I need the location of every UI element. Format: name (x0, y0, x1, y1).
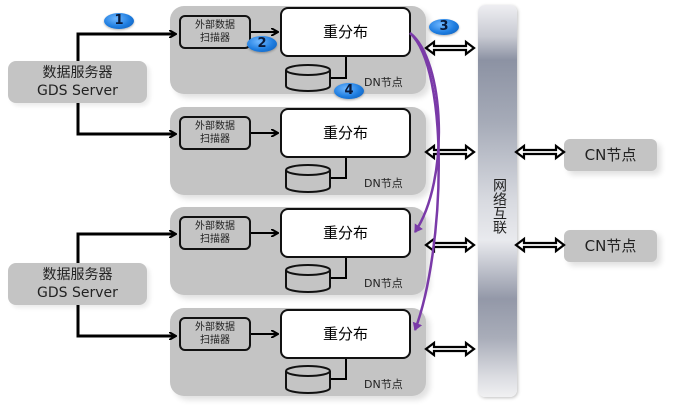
cn-node-1: CN节点 (564, 139, 657, 171)
dn-node-label: DN节点 (364, 378, 403, 391)
redistribute-box: 重分布 (280, 108, 411, 158)
dn-node-label: DN节点 (364, 76, 403, 89)
dn-node-group-1: 外部数据 扫描器 重分布 DN节点 (170, 6, 426, 94)
scanner-label: 扫描器 (200, 134, 230, 145)
scanner-label: 扫描器 (200, 33, 230, 44)
dn-node-group-4: 外部数据 扫描器 重分布 DN节点 (170, 308, 426, 396)
redistribute-box: 重分布 (280, 208, 411, 258)
external-data-scanner: 外部数据 扫描器 (179, 116, 251, 150)
gds-server-2: 数据服务器 GDS Server (8, 263, 147, 305)
network-interconnect-bar (478, 5, 517, 397)
scanner-label: 扫描器 (200, 335, 230, 346)
step-badge-3: 3 (429, 19, 459, 35)
scanner-label: 扫描器 (200, 234, 230, 245)
external-data-scanner: 外部数据 扫描器 (179, 15, 251, 49)
scanner-label: 外部数据 (195, 221, 235, 232)
step-badge-1: 1 (104, 13, 134, 29)
database-icon (285, 264, 331, 293)
scanner-label: 外部数据 (195, 20, 235, 31)
step-badge-2: 2 (247, 36, 277, 52)
redistribution-flow-curve (409, 32, 441, 331)
dn-node-label: DN节点 (364, 277, 403, 290)
external-data-scanner: 外部数据 扫描器 (179, 216, 251, 250)
redistribute-box: 重分布 (280, 7, 411, 57)
gds-server-label: 数据服务器 (42, 65, 113, 81)
database-icon (285, 365, 331, 394)
gds1-connector (76, 34, 175, 134)
double-arrow-icon (424, 39, 566, 358)
gds-server-sublabel: GDS Server (37, 83, 118, 99)
gds-server-sublabel: GDS Server (37, 285, 118, 301)
database-icon (285, 164, 331, 193)
external-data-scanner: 外部数据 扫描器 (179, 317, 251, 351)
gds-server-1: 数据服务器 GDS Server (8, 61, 147, 103)
step-badge-4: 4 (334, 83, 364, 99)
gds-server-label: 数据服务器 (42, 267, 113, 283)
dn-node-label: DN节点 (364, 177, 403, 190)
cn-node-2: CN节点 (564, 230, 657, 262)
internal-arrows (251, 32, 347, 379)
scanner-label: 外部数据 (195, 121, 235, 132)
database-icon (285, 64, 331, 92)
scanner-label: 外部数据 (195, 322, 235, 333)
network-interconnect-label: 网络互联 (491, 178, 507, 234)
redistribute-box: 重分布 (280, 309, 411, 359)
gds2-connector (76, 234, 175, 336)
